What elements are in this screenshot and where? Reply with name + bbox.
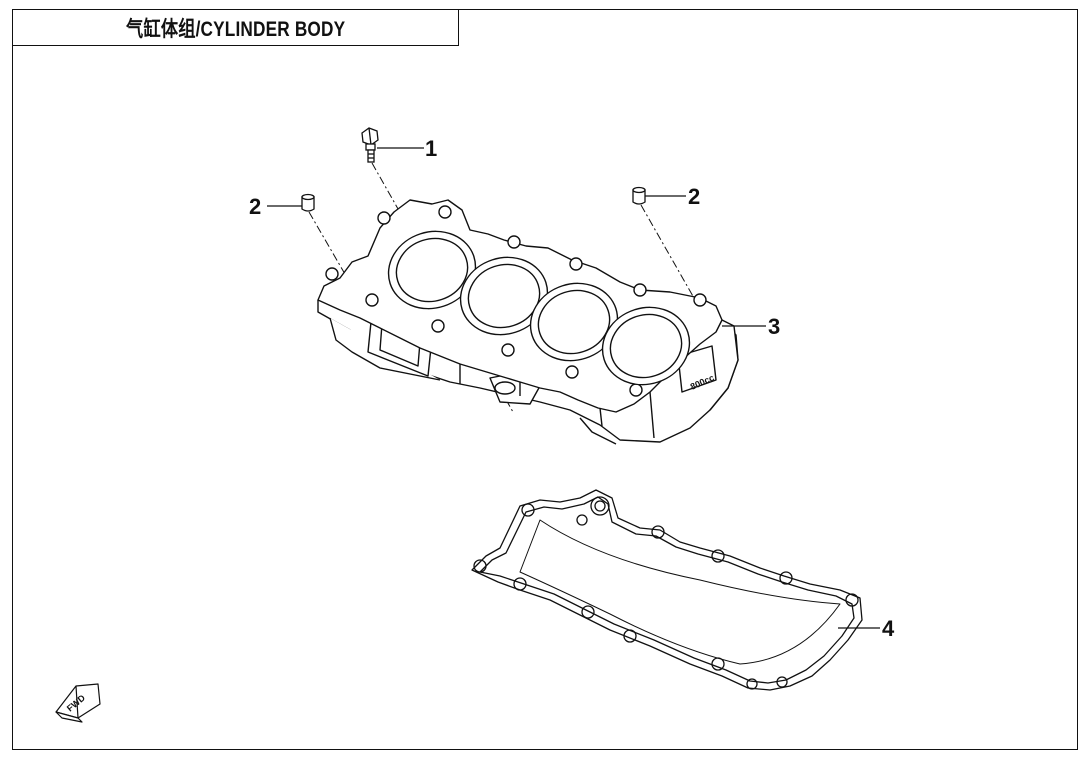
callout-1: 1 (425, 136, 437, 161)
leader-lines (267, 147, 880, 629)
part-1-bolt[interactable] (361, 127, 379, 163)
drawing-frame (12, 9, 1078, 750)
diagram-title: 气缸体组/CYLINDER BODY (125, 17, 346, 41)
part-2-dowel-pin-right[interactable] (632, 186, 646, 205)
forward-arrow-icon (55, 683, 101, 723)
callout-4: 4 (882, 616, 895, 641)
part-2-dowel-pin-left[interactable] (301, 193, 315, 212)
callout-3: 3 (768, 314, 780, 339)
callout-2-right: 2 (688, 184, 700, 209)
part-4-gasket[interactable] (471, 489, 863, 691)
title-box: 气缸体组/CYLINDER BODY (12, 9, 459, 46)
part-3-cylinder-body[interactable] (317, 199, 739, 445)
callout-2-left: 2 (249, 194, 261, 219)
